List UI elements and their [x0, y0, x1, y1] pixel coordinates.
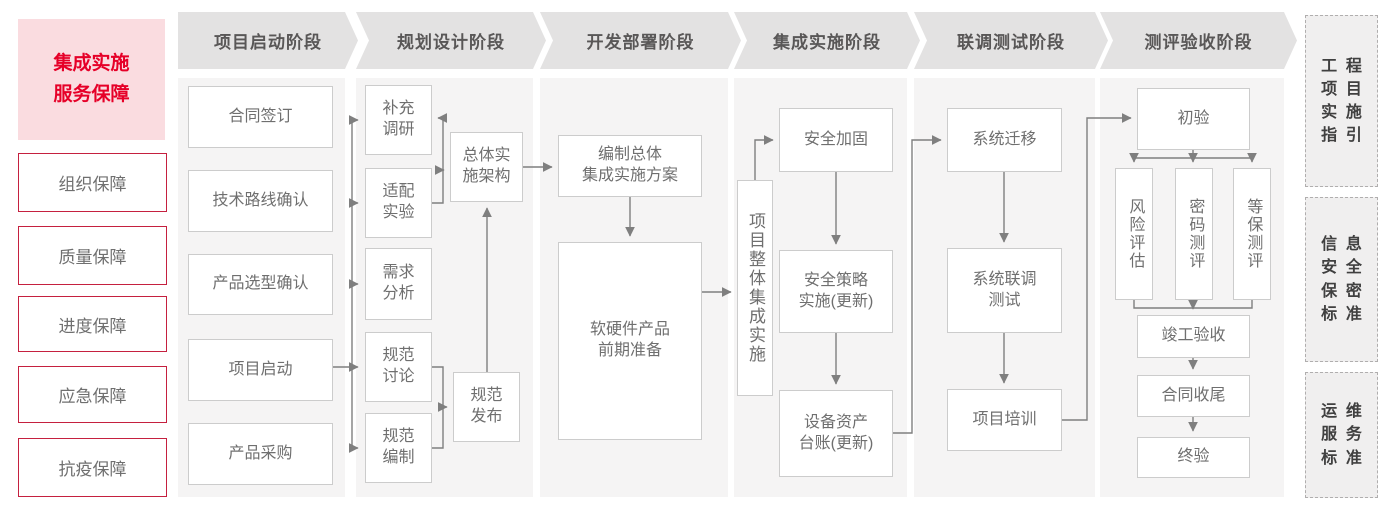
sidebar-item-progress: 进度保障 [18, 296, 167, 352]
sidebar-item-quality: 质量保障 [18, 226, 167, 285]
flow-box-spec-drafting: 规范 编制 [365, 413, 432, 483]
standard-om-service: 运维 服务 标准 [1305, 372, 1378, 498]
diagram-title: 集成实施 服务保障 [18, 19, 165, 140]
sidebar-item-emergency: 应急保障 [18, 366, 167, 423]
flow-box-security-policy-impl: 安全策略 实施(更新) [779, 250, 893, 333]
flow-box-overall-integration-plan: 编制总体 集成实施方案 [558, 135, 702, 197]
flow-box-system-migration: 系统迁移 [947, 108, 1062, 172]
phase5-header: 联调测试阶段 [914, 12, 1108, 69]
flow-box-overall-integration-impl: 项目整体集成实施 [737, 180, 773, 396]
flow-box-project-training: 项目培训 [947, 389, 1062, 451]
flow-box-completion-acceptance: 竣工验收 [1137, 315, 1250, 358]
flow-box-spec-discussion: 规范 讨论 [365, 332, 432, 402]
phase2-header: 规划设计阶段 [356, 12, 546, 69]
sidebar-item-antiepidemic: 抗疫保障 [18, 438, 167, 497]
flow-box-asset-ledger-update: 设备资产 台账(更新) [779, 390, 893, 477]
standard-info-security-confidentiality: 信息 安全 保密 标准 [1305, 197, 1378, 362]
phase3-header: 开发部署阶段 [540, 12, 741, 69]
flow-box-contract-closure: 合同收尾 [1137, 375, 1250, 417]
flow-box-contract-signing: 合同签订 [188, 86, 333, 148]
flow-box-final-acceptance: 终验 [1137, 437, 1250, 478]
flow-box-security-hardening: 安全加固 [779, 108, 893, 172]
flow-box-tech-route-confirm: 技术路线确认 [188, 170, 333, 232]
flow-box-mlps-evaluation: 等保测评 [1233, 168, 1271, 300]
flow-box-adaptation-experiment: 适配 实验 [365, 168, 432, 238]
flow-box-requirement-analysis: 需求 分析 [365, 248, 432, 320]
phase1-header: 项目启动阶段 [178, 12, 358, 69]
flow-box-spec-release: 规范 发布 [453, 372, 520, 442]
flow-box-crypto-evaluation: 密码测评 [1175, 168, 1213, 300]
flow-box-risk-assessment: 风险评估 [1115, 168, 1153, 300]
sidebar-item-organization: 组织保障 [18, 153, 167, 212]
flow-box-hw-sw-preparation: 软硬件产品 前期准备 [558, 242, 702, 440]
flow-box-joint-debug-test: 系统联调 测试 [947, 248, 1062, 333]
standard-project-implementation-guide: 工程 项目 实施 指引 [1305, 15, 1378, 187]
flow-box-product-procurement: 产品采购 [188, 423, 333, 485]
flow-box-initial-acceptance: 初验 [1137, 88, 1250, 150]
phase6-header: 测评验收阶段 [1100, 12, 1297, 69]
flow-box-project-kickoff: 项目启动 [188, 339, 333, 401]
flow-box-supplementary-research: 补充 调研 [365, 85, 432, 155]
phase4-header: 集成实施阶段 [734, 12, 920, 69]
flow-box-overall-impl-architecture: 总体实 施架构 [450, 132, 523, 202]
flow-box-product-selection-confirm: 产品选型确认 [188, 254, 333, 315]
